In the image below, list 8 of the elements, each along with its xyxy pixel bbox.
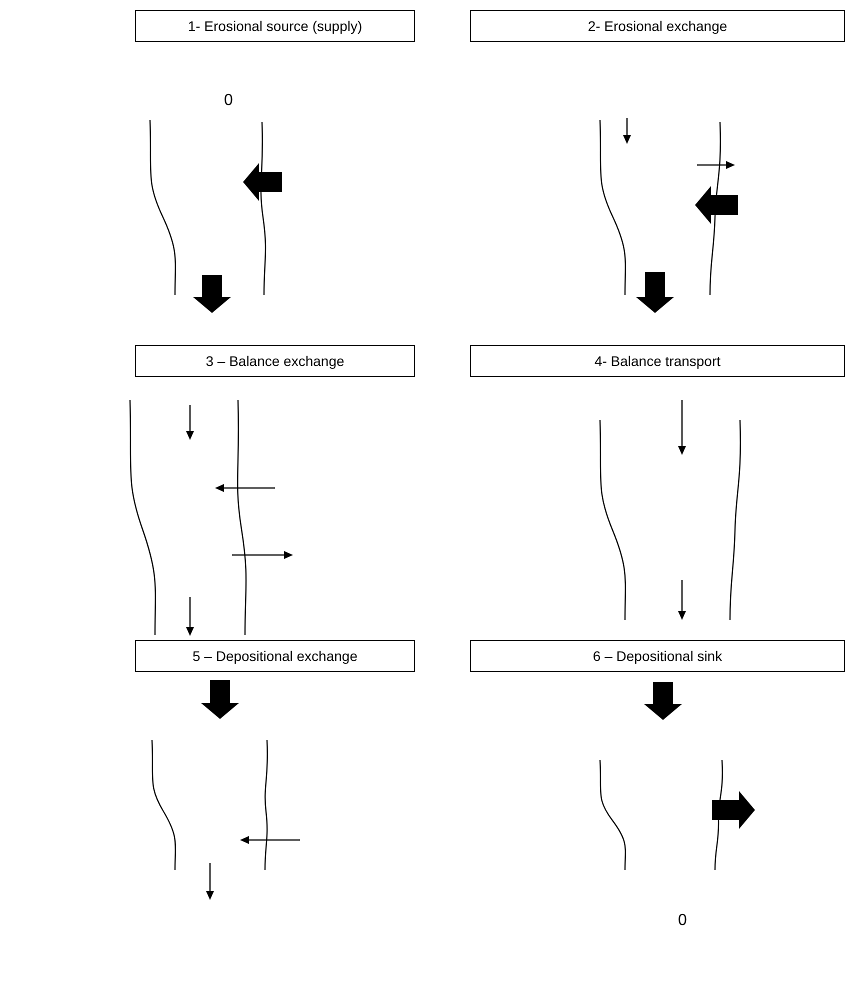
panel-title-box: 2- Erosional exchange xyxy=(470,10,845,42)
panel-title-box: 4- Balance transport xyxy=(470,345,845,377)
zero-label: 0 xyxy=(224,92,233,110)
zero-label: 0 xyxy=(678,912,687,930)
panel-title-box: 6 – Depositional sink xyxy=(470,640,845,672)
panel-title-box: 5 – Depositional exchange xyxy=(135,640,415,672)
panel-title-box: 1- Erosional source (supply) xyxy=(135,10,415,42)
panel-title-box: 3 – Balance exchange xyxy=(135,345,415,377)
